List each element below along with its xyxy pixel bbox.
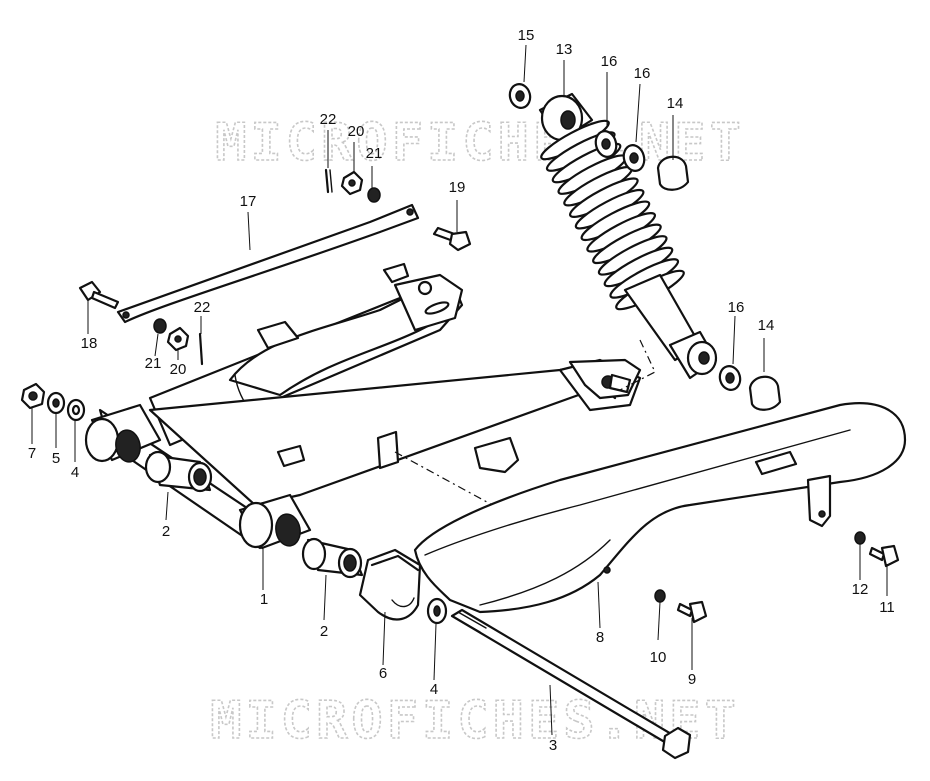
torque-link-17 — [116, 203, 420, 324]
label-3: 3 — [549, 737, 557, 754]
label-2-left: 2 — [162, 523, 170, 540]
label-14-bottom: 14 — [758, 317, 775, 334]
washer-4-right — [426, 597, 448, 625]
pivot-bushing-left — [84, 403, 162, 463]
pivot-bushing-right — [238, 493, 312, 550]
washer-16-a — [594, 130, 618, 158]
label-2-right: 2 — [320, 623, 328, 640]
label-22-bottom: 22 — [194, 299, 211, 316]
bolt-9 — [676, 600, 708, 624]
label-8: 8 — [596, 629, 604, 646]
shock-absorber-13 — [538, 92, 718, 380]
label-12: 12 — [852, 581, 869, 598]
nut-20-top — [340, 170, 364, 196]
label-10: 10 — [650, 649, 667, 666]
washer-16-c — [718, 365, 742, 391]
bolt-19 — [432, 226, 472, 252]
label-16-b: 16 — [634, 65, 651, 82]
label-16-a: 16 — [601, 53, 618, 70]
nut-7 — [20, 382, 46, 410]
washer-4-left — [66, 398, 86, 422]
label-17: 17 — [240, 193, 257, 210]
cap-nut-14-top — [656, 155, 690, 191]
watermark-bottom: MICROFICHES.NET — [210, 691, 740, 751]
alignment-line — [394, 451, 521, 521]
leader-lines — [31, 44, 888, 736]
pivot-bolt-3 — [450, 608, 692, 760]
cotter-pin-22-top — [324, 168, 333, 194]
label-1: 1 — [260, 591, 268, 608]
label-11: 11 — [879, 599, 895, 616]
label-14-top: 14 — [667, 95, 684, 112]
label-21-bottom: 21 — [145, 355, 162, 372]
chain-case-8 — [413, 402, 907, 614]
bolt-11 — [868, 544, 900, 568]
lock-washer-21-bottom — [153, 318, 167, 334]
label-15: 15 — [518, 27, 535, 44]
nut-12 — [854, 531, 866, 545]
label-6: 6 — [379, 665, 387, 682]
part-labels: 1 2 2 3 4 4 5 6 7 8 9 10 11 12 13 14 14 … — [28, 27, 895, 754]
washer-15 — [508, 83, 532, 109]
collar-2-right — [301, 537, 364, 579]
label-18: 18 — [81, 335, 98, 352]
label-20-top: 20 — [348, 123, 365, 140]
lock-washer-5 — [46, 391, 66, 415]
spacer-6 — [358, 548, 422, 621]
label-20-bottom: 20 — [170, 361, 187, 378]
watermark-top: MICROFICHES.NET — [215, 113, 745, 173]
bolt-18 — [78, 280, 120, 310]
cotter-pin-22-bottom — [198, 332, 204, 366]
label-19: 19 — [449, 179, 466, 196]
label-5: 5 — [52, 450, 60, 467]
label-13: 13 — [556, 41, 573, 58]
label-9: 9 — [688, 671, 696, 688]
label-4-left: 4 — [71, 464, 79, 481]
label-21-top: 21 — [366, 145, 383, 162]
label-4-right: 4 — [430, 681, 438, 698]
label-16-c: 16 — [728, 299, 745, 316]
nut-20-bottom — [166, 326, 190, 352]
cap-nut-14-bottom — [748, 375, 782, 411]
label-7: 7 — [28, 445, 36, 462]
shock-alignment-line — [619, 339, 656, 391]
washer-16-b — [622, 144, 646, 172]
label-22-top: 22 — [320, 111, 337, 128]
collar-2-left — [144, 450, 213, 493]
nut-10 — [654, 589, 666, 603]
lock-washer-21-top — [367, 187, 381, 203]
